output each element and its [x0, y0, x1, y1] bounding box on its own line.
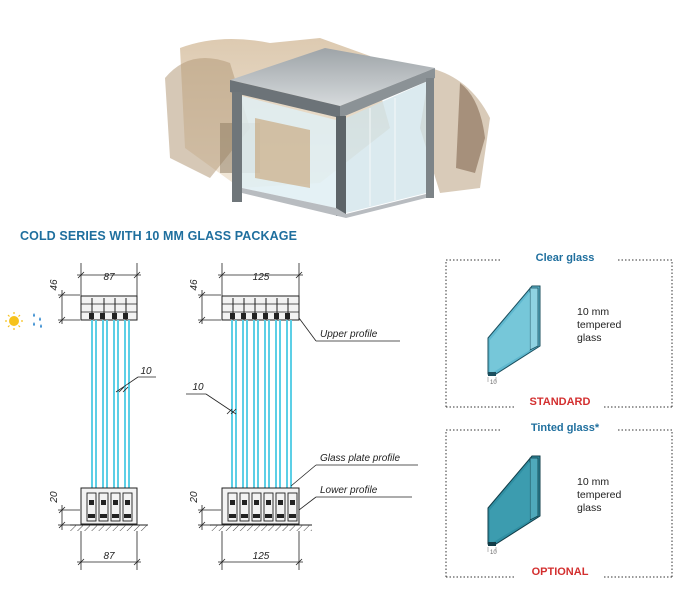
upper-height-label: 46 [189, 279, 200, 291]
top-width-label: 125 [253, 272, 270, 283]
lower-height-label: 20 [189, 491, 200, 504]
section-drawing: 87 46 10 [5, 263, 418, 570]
tinted-glass-thickness: 10 [490, 550, 497, 556]
bottom-width-label: 87 [103, 551, 115, 562]
text-line: tempered [577, 319, 622, 331]
rain-icon [33, 313, 42, 328]
lower-height-label: 20 [49, 491, 60, 504]
tinted-glass-description: 10 mm tempered glass [577, 476, 621, 515]
page-title: COLD SERIES WITH 10 MM GLASS PACKAGE [20, 229, 298, 243]
clear-glass-box-frame [445, 259, 673, 408]
text-line: glass [577, 332, 602, 344]
sun-icon [5, 312, 23, 330]
clear-glass-icon: 10 [487, 285, 541, 386]
glass-thickness-label: 10 [140, 366, 152, 377]
section-87: 87 46 10 [49, 263, 156, 570]
callout-glass-plate-profile: Glass plate profile [290, 453, 418, 487]
text-line: tempered [577, 489, 622, 501]
pergola-photo [165, 38, 490, 218]
clear-glass-thickness: 10 [490, 380, 497, 386]
glass-thickness-label: 10 [192, 382, 204, 393]
text-line: glass [577, 502, 602, 514]
upper-profile-label: Upper profile [320, 329, 378, 340]
clear-glass-description: 10 mm tempered glass [577, 306, 621, 345]
section-125: 125 46 10 [186, 263, 312, 570]
lower-profile-label: Lower profile [320, 485, 378, 496]
standard-badge: STANDARD [529, 396, 591, 408]
tinted-glass-icon: 10 [487, 455, 541, 556]
callout-lower-profile: Lower profile [298, 485, 412, 511]
glass-plate-profile-label: Glass plate profile [320, 453, 400, 464]
tinted-glass-box-frame [445, 429, 673, 578]
callout-upper-profile: Upper profile [298, 317, 400, 342]
top-width-label: 87 [103, 272, 115, 283]
text-line: 10 mm [577, 476, 610, 488]
clear-glass-title: Clear glass [535, 252, 595, 264]
bottom-width-label: 125 [253, 551, 270, 562]
text-line: 10 mm [577, 306, 610, 318]
optional-badge: OPTIONAL [531, 566, 589, 578]
tinted-glass-title: Tinted glass* [530, 422, 600, 434]
upper-height-label: 46 [49, 279, 60, 291]
pergola-structure [230, 48, 435, 218]
